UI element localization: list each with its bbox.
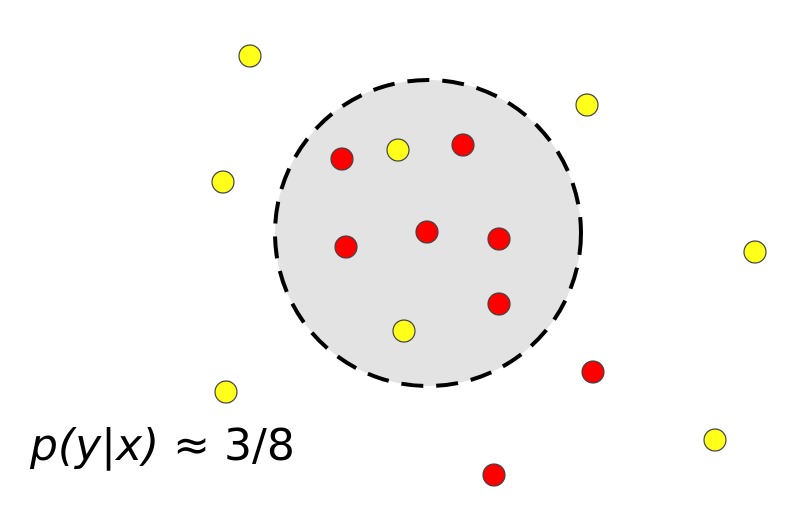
yellow-point-outside [703,428,727,452]
yellow-point-outside [211,170,235,194]
yellow-point-inside [386,138,410,162]
red-point-inside [334,235,358,259]
yellow-point-outside [238,44,262,68]
red-point-inside [415,220,439,244]
red-point-outside [581,360,605,384]
formula-value: 3/8 [224,420,295,471]
red-point-inside [487,292,511,316]
yellow-point-outside [743,240,767,264]
yellow-point-outside [214,380,238,404]
red-point-inside [451,133,475,157]
probability-formula: p(y|x) ≈ 3/8 [30,424,295,468]
red-point-outside [482,463,506,487]
formula-lhs: p(y|x) [30,420,160,471]
yellow-point-inside [392,319,416,343]
red-point-inside [487,227,511,251]
formula-relation: ≈ [173,420,211,471]
yellow-point-outside [575,93,599,117]
points-layer [211,44,767,487]
red-point-inside [330,147,354,171]
